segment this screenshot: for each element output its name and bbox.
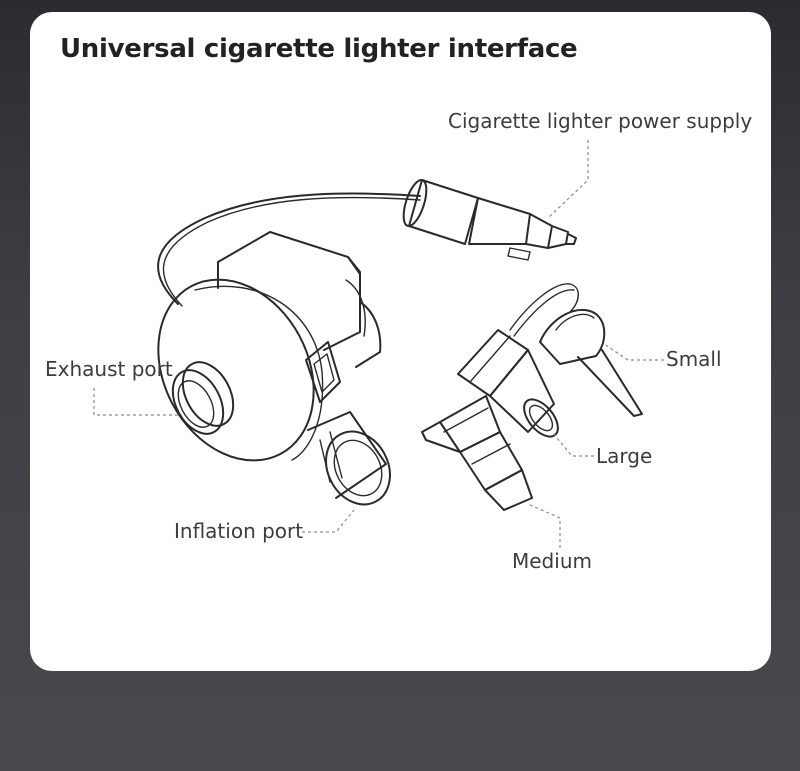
diagram-card: Universal cigarette lighter interface <box>30 12 771 671</box>
label-exhaust-port: Exhaust port <box>45 357 173 381</box>
label-inflation-port: Inflation port <box>174 519 303 543</box>
small-nozzle <box>539 308 643 417</box>
pump-body <box>157 231 382 462</box>
large-nozzle <box>457 329 559 438</box>
inflation-port-nozzle <box>307 411 391 506</box>
exhaust-port-nozzle <box>171 361 235 435</box>
label-medium: Medium <box>512 549 592 573</box>
cigarette-lighter-plug <box>402 179 577 261</box>
label-power-supply: Cigarette lighter power supply <box>448 109 752 133</box>
power-cable <box>157 192 421 305</box>
label-large: Large <box>596 444 652 468</box>
nozzle-attachments <box>421 283 643 511</box>
medium-nozzle <box>421 395 533 511</box>
diagram-title: Universal cigarette lighter interface <box>60 34 578 64</box>
label-small: Small <box>666 347 722 371</box>
pump-illustration: Cigarette lighter power supply Exhaust p… <box>45 109 752 573</box>
leader-lines <box>93 140 664 548</box>
